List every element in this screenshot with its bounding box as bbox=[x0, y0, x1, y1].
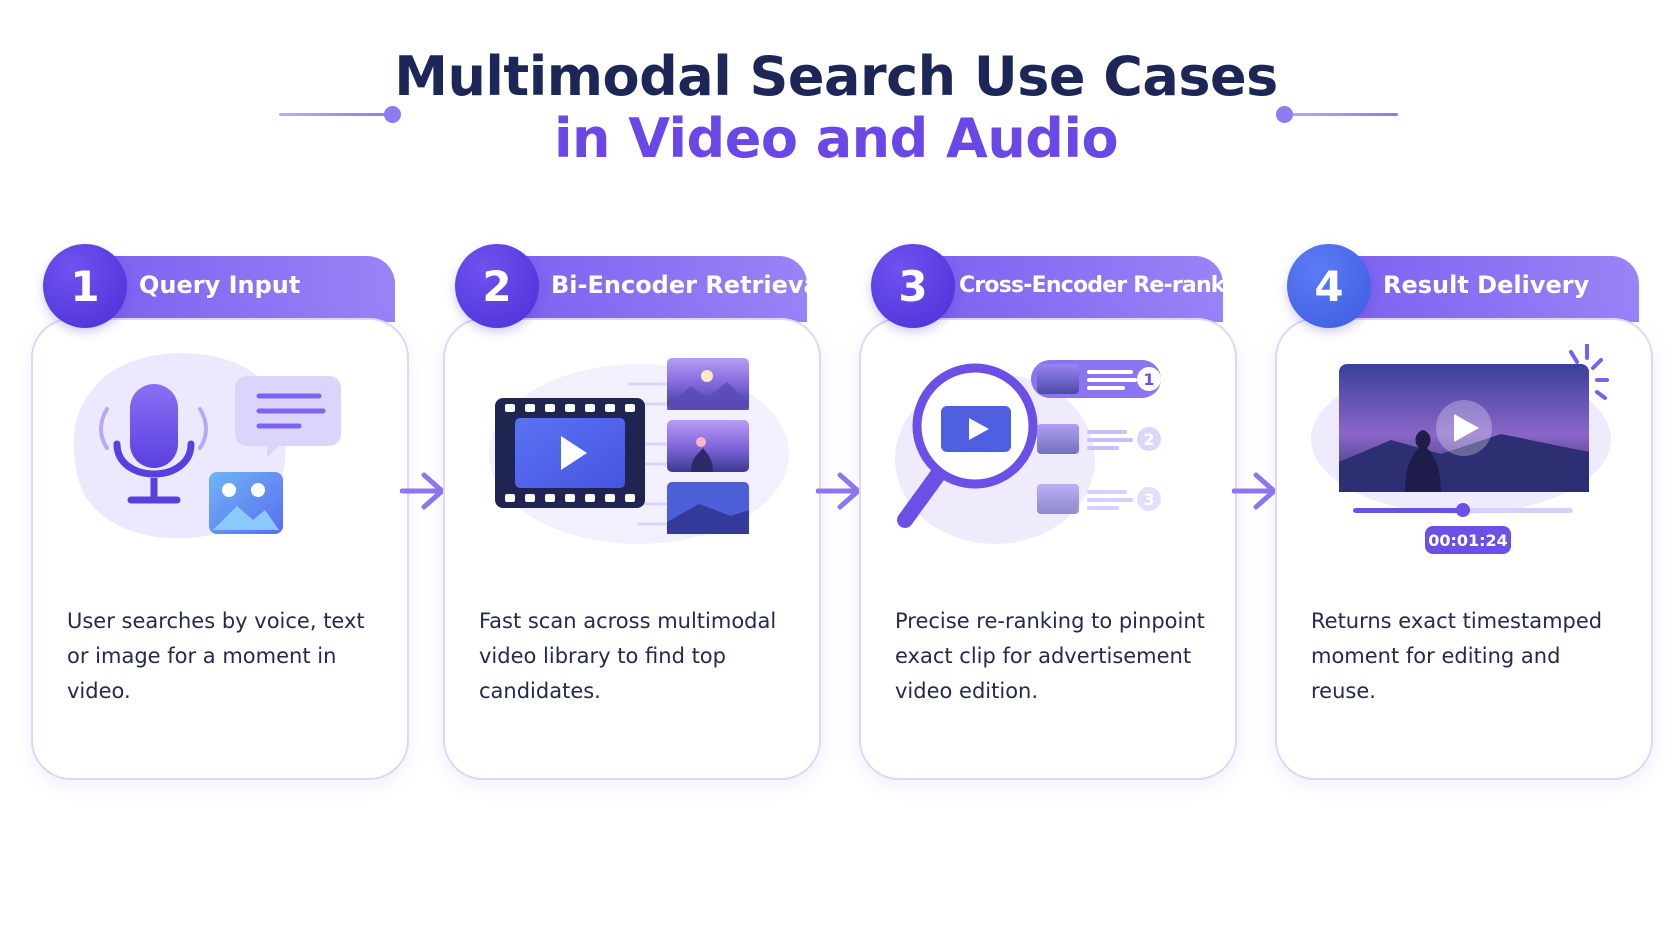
step-1-tab: Query Input bbox=[79, 256, 395, 322]
title-line-1: Multimodal Search Use Cases bbox=[394, 45, 1278, 108]
result-delivery-illustration: 00:01:24 bbox=[1311, 344, 1611, 554]
step-1-description: User searches by voice, text or image fo… bbox=[67, 609, 365, 703]
timestamp-badge: 00:01:24 bbox=[1425, 526, 1511, 554]
video-player-icon bbox=[1339, 364, 1589, 517]
sparkle-icon bbox=[1569, 344, 1609, 400]
step-1-title: Query Input bbox=[139, 271, 301, 299]
thumbnail-icon bbox=[667, 358, 749, 534]
step-1-number-badge: 1 bbox=[43, 244, 127, 328]
step-query-input: Query Input 1 bbox=[31, 244, 409, 780]
rank-2-label: 2 bbox=[1143, 430, 1154, 449]
step-result-delivery: Result Delivery 4 bbox=[1275, 244, 1653, 780]
rank-1-label: 1 bbox=[1143, 370, 1154, 389]
title-decoration-right-dot bbox=[1276, 106, 1293, 123]
step-2-description: Fast scan across multimodal video librar… bbox=[479, 609, 777, 703]
step-cross-encoder-reranking: Cross-Encoder Re-ranking 3 bbox=[859, 244, 1262, 780]
play-icon bbox=[969, 418, 989, 440]
flow-arrow-2 bbox=[816, 472, 861, 510]
rank-3-label: 3 bbox=[1143, 490, 1154, 509]
step-2-number-badge: 2 bbox=[455, 244, 539, 328]
step-4-title: Result Delivery bbox=[1383, 271, 1590, 299]
step-bi-encoder-retrieval: Bi-Encoder Retrieval 2 bbox=[443, 244, 828, 780]
step-4-tab: Result Delivery bbox=[1323, 256, 1639, 322]
title-line-2: in Video and Audio bbox=[553, 107, 1119, 170]
step-2-title: Bi-Encoder Retrieval bbox=[551, 271, 828, 299]
progress-fill bbox=[1353, 508, 1463, 513]
play-icon bbox=[1454, 414, 1479, 442]
step-3-tab: Cross-Encoder Re-ranking bbox=[907, 256, 1262, 322]
flow-arrow-3 bbox=[1232, 472, 1277, 510]
flow-arrow-1 bbox=[400, 472, 445, 510]
progress-knob bbox=[1456, 503, 1470, 517]
query-input-illustration bbox=[73, 353, 341, 539]
page-title: Multimodal Search Use Cases in Video and… bbox=[0, 46, 1672, 170]
step-3-number-badge: 3 bbox=[871, 244, 955, 328]
magnifier-icon bbox=[897, 363, 1038, 528]
title-decoration-left-dot bbox=[384, 106, 401, 123]
step-3-description: Precise re-ranking to pinpoint exact cli… bbox=[895, 609, 1205, 703]
ranked-list-icon: 1 2 3 bbox=[1031, 360, 1161, 514]
step-4-number-badge: 4 bbox=[1287, 244, 1371, 328]
microphone-icon bbox=[99, 384, 208, 504]
title-decoration-left-line bbox=[279, 113, 395, 116]
step-2-tab: Bi-Encoder Retrieval bbox=[491, 256, 828, 322]
step-3-title: Cross-Encoder Re-ranking bbox=[959, 272, 1262, 298]
chat-bubble-icon bbox=[235, 376, 341, 458]
bi-encoder-illustration bbox=[489, 358, 789, 544]
play-icon bbox=[561, 436, 587, 470]
film-strip-icon bbox=[495, 398, 645, 508]
title-decoration-right-line bbox=[1282, 113, 1398, 116]
step-4-description: Returns exact timestamped moment for edi… bbox=[1311, 609, 1603, 703]
image-icon bbox=[209, 472, 283, 534]
timestamp-label: 00:01:24 bbox=[1428, 531, 1508, 550]
cross-encoder-illustration: 1 2 3 bbox=[895, 360, 1161, 544]
